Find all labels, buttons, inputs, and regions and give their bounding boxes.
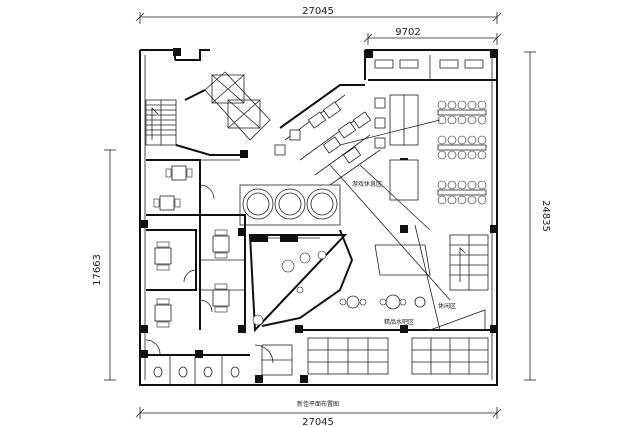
diagonal-booth-zone (274, 84, 381, 186)
bottom-left-restrooms (140, 339, 250, 385)
bottom-booths (300, 309, 497, 375)
zone-label-c: 休闲区 (438, 302, 456, 310)
middle-round-tables (339, 294, 426, 310)
elevator-shafts (175, 71, 271, 156)
dimension-left-partial: 17663 (92, 149, 116, 381)
right-middle-zone (329, 119, 489, 331)
zone-label-a: 游戏休息区 (352, 180, 382, 188)
dimension-top-total: 27045 (135, 6, 502, 24)
dimension-right-total: 24835 (524, 51, 551, 381)
dimension-left-partial-label: 17663 (92, 254, 103, 286)
stair-left (145, 99, 177, 146)
zone-label-b: 精品水吧区 (384, 318, 414, 326)
entrance-area (254, 344, 293, 376)
dimension-top-total-label: 27045 (302, 6, 334, 17)
top-right-dining (368, 55, 497, 201)
upper-left-rooms (146, 159, 240, 216)
dimension-bottom-total-label: 27045 (302, 417, 334, 427)
dimension-top-partial: 9702 (363, 27, 502, 45)
dimension-bottom-total: 27045 (135, 407, 502, 427)
round-kiosks (239, 184, 341, 226)
dimension-right-total-label: 24835 (540, 200, 551, 232)
central-bar (248, 229, 354, 333)
left-middle-rooms (146, 214, 246, 330)
round-table-grid (437, 100, 487, 205)
dimension-top-partial-label: 9702 (395, 27, 420, 38)
footer-caption: 新佳平面布置图 (297, 400, 339, 408)
